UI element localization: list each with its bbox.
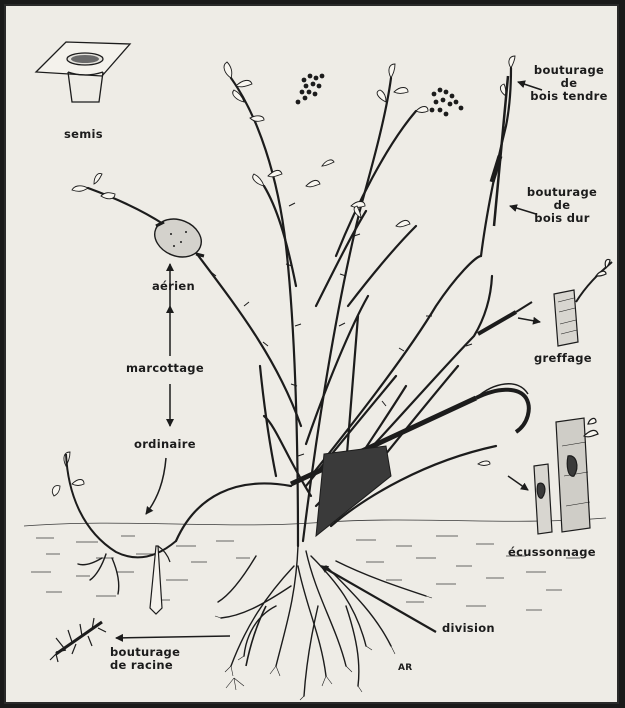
label-bouturage-bois-dur: bouturage de bois dur (522, 186, 602, 225)
label-bouturage-racine: bouturage de racine (110, 646, 180, 672)
root-cutting (50, 618, 106, 662)
graft-specimen (554, 259, 612, 346)
label-ordinaire: ordinaire (134, 438, 196, 451)
diagram-frame: semis bouturage de bois tendre bouturage… (4, 4, 619, 704)
leaves (52, 56, 515, 496)
label-ecussonnage: écussonnage (508, 546, 596, 559)
label-line: de racine (110, 659, 180, 672)
artist-signature: AR (398, 662, 413, 675)
label-greffage: greffage (534, 352, 592, 365)
ground-layer-stem (66, 454, 176, 614)
roots (78, 546, 426, 696)
label-line: bois dur (522, 212, 602, 225)
label-bouturage-bois-tendre: bouturage de bois tendre (526, 64, 612, 103)
seed-pot (36, 42, 130, 102)
budding-specimens (534, 418, 598, 534)
label-marcottage: marcottage (126, 362, 204, 375)
cutting-pieces (492, 76, 508, 226)
ground (24, 518, 606, 610)
label-division: division (442, 622, 495, 635)
plant-stems (88, 68, 511, 546)
label-semis: semis (64, 128, 103, 141)
label-line: bois tendre (526, 90, 612, 103)
plant-propagation-illustration (6, 6, 617, 702)
label-aerien: aérien (152, 280, 195, 293)
